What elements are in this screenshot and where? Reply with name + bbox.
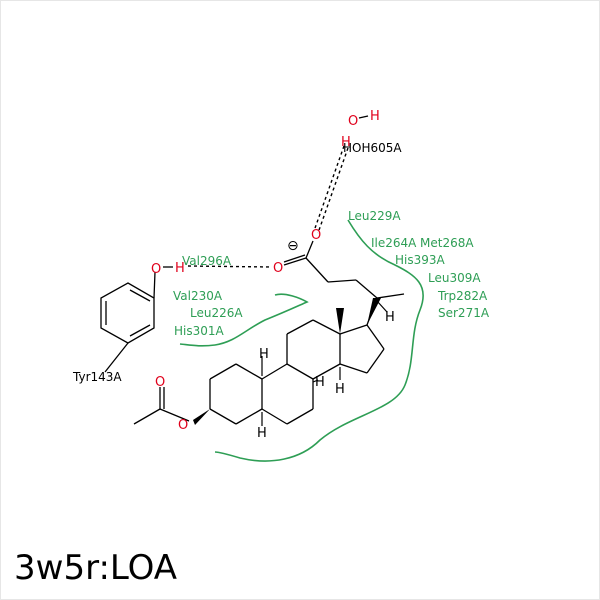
carbonyl-oxygen: O: [155, 375, 165, 390]
residue-leu309: Leu309A: [428, 271, 481, 285]
residue-ile264: Ile264A: [371, 236, 417, 250]
water-bond: [358, 115, 369, 119]
residue-val230: Val230A: [173, 289, 223, 303]
wedge-ester: [193, 409, 210, 425]
hbond-water-carboxylate: [313, 145, 345, 232]
hash-bonds: [261, 300, 388, 426]
stereo-h-c9: H: [259, 347, 269, 362]
residue-leu229: Leu229A: [348, 209, 401, 223]
stereo-h-side-chain: H: [385, 310, 395, 325]
residue-ser271: Ser271A: [438, 306, 490, 320]
hydrophobic-arc-left: [179, 293, 309, 347]
water-oxygen: O: [348, 114, 358, 129]
stereo-h-c14: H: [335, 382, 345, 397]
tyrosine-ring: [100, 271, 156, 373]
residue-his393: His393A: [395, 253, 446, 267]
residue-trp282: Trp282A: [437, 289, 488, 303]
water-label: HOH605A: [343, 141, 402, 155]
ester-oxygen: O: [178, 418, 188, 433]
water-hydrogen-1: H: [370, 109, 380, 124]
stereo-h-c5: H: [257, 426, 267, 441]
wedge-side-chain: [367, 298, 381, 325]
carboxylate-oxygen-1: O: [311, 228, 321, 243]
stereo-h-c8: H: [315, 375, 325, 390]
wedge-methyl-c13: [336, 308, 344, 334]
structure-caption: 3w5r:LOA: [14, 548, 178, 588]
hbond-tyr-carboxylate: [187, 265, 273, 268]
tyrosine-hydrogen: H: [175, 261, 185, 276]
residue-val296: Val296A: [182, 254, 232, 268]
residue-leu226: Leu226A: [190, 306, 243, 320]
tyrosine-oxygen: O: [151, 262, 161, 277]
carboxylate-charge: ⊖: [287, 238, 299, 254]
hydrophobic-arc-right: [214, 219, 424, 462]
residue-his301: His301A: [174, 324, 225, 338]
tyrosine-label: Tyr143A: [72, 370, 122, 384]
carboxylate-oxygen-2: O: [273, 261, 283, 276]
hbond-water-carboxylate-2: [317, 147, 349, 234]
water-hydrogen-2: H: [341, 135, 351, 150]
residue-met268: Met268A: [420, 236, 474, 250]
